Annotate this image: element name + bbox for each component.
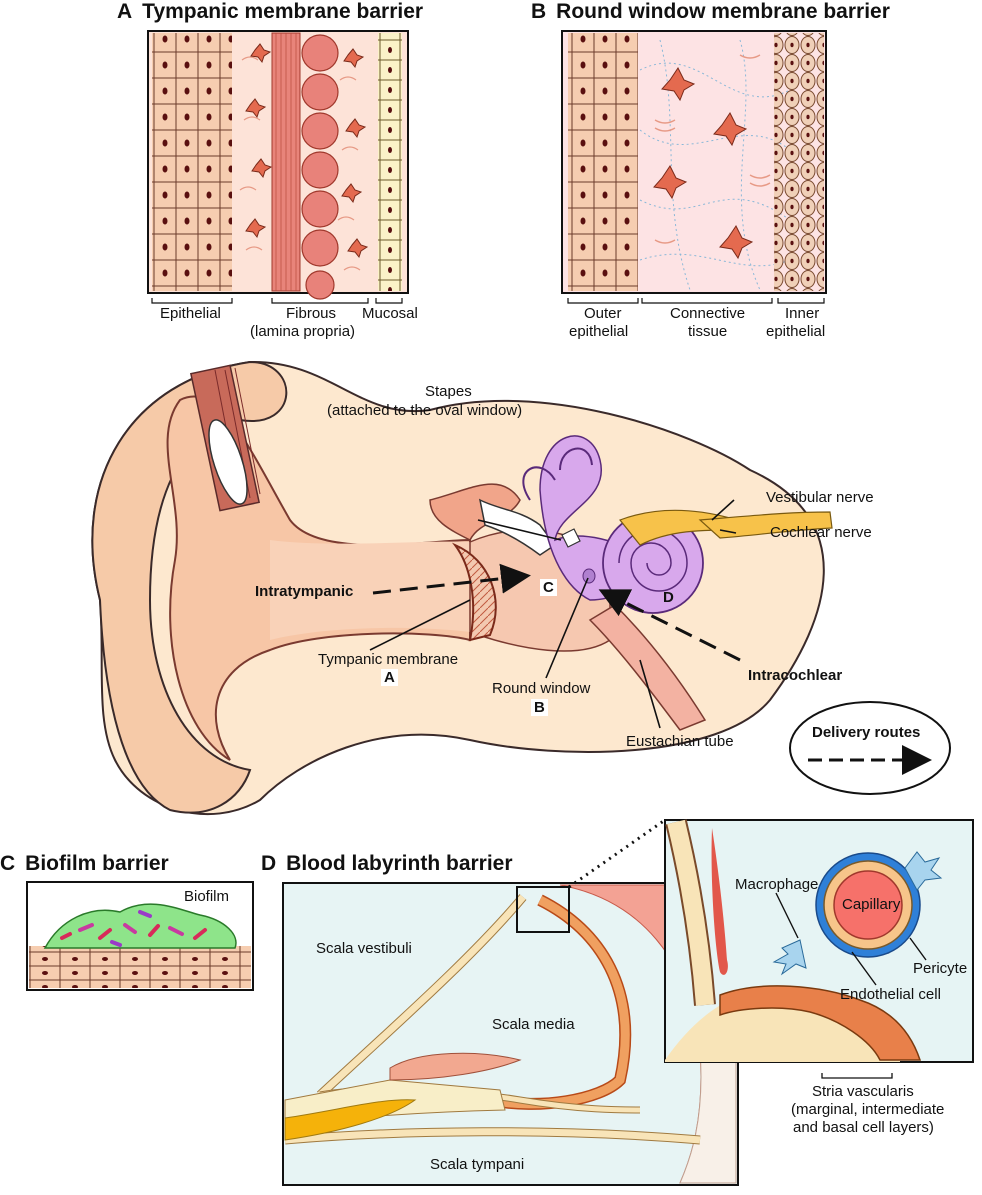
- intracochlear-label: Intracochlear: [748, 667, 843, 684]
- panel-d-title: D Blood labyrinth barrier: [261, 852, 513, 876]
- scala-vestibuli-label: Scala vestibuli: [316, 940, 412, 957]
- pericyte-label: Pericyte: [913, 960, 968, 977]
- panel-c-title: C Biofilm barrier: [0, 852, 169, 876]
- stria-note-line-1: (marginal, intermediate: [791, 1101, 945, 1118]
- round-window-membrane-barrier-drawing: [561, 30, 827, 304]
- stapes-label: Stapes: [425, 383, 472, 400]
- layer-label-mucosal: Mucosal: [362, 305, 418, 322]
- tympanic-membrane-barrier-drawing: [147, 30, 409, 304]
- scala-tympani-label: Scala tympani: [430, 1156, 525, 1173]
- layer-label-inner-epithelial: epithelial: [766, 323, 826, 340]
- cochlear-nerve-label: Cochlear nerve: [770, 524, 872, 541]
- round-window-label: Round window: [492, 680, 591, 697]
- panel-a-title: A Tympanic membrane barrier: [117, 0, 423, 24]
- panel-a-title-text: Tympanic membrane barrier: [142, 0, 424, 23]
- biofilm-barrier-drawing: [26, 881, 254, 991]
- layer-label-inner: Inner: [785, 305, 820, 322]
- tympanic-membrane-label: Tympanic membrane: [318, 651, 459, 668]
- tag-d: D: [663, 589, 674, 606]
- endothelial-cell-label: Endothelial cell: [840, 986, 941, 1003]
- stria-vascularis-label: Stria vascularis: [812, 1083, 914, 1100]
- delivery-routes-label: Delivery routes: [812, 724, 921, 741]
- delivery-routes-legend: [789, 701, 951, 795]
- ear-anatomy-drawing: [91, 360, 833, 815]
- tag-b: B: [531, 699, 548, 716]
- layer-label-epithelial: Epithelial: [160, 305, 221, 322]
- tag-a: A: [381, 669, 398, 686]
- biofilm-label: Biofilm: [184, 888, 230, 905]
- layer-label-outer-epithelial: epithelial: [569, 323, 629, 340]
- layer-label-connective: Connective: [670, 305, 746, 322]
- scala-media-label: Scala media: [492, 1016, 575, 1033]
- intratympanic-label: Intratympanic: [255, 583, 354, 600]
- capillary-label: Capillary: [842, 896, 901, 913]
- panel-d-title-text: Blood labyrinth barrier: [286, 852, 513, 875]
- macrophage-label: Macrophage: [735, 876, 819, 893]
- layer-label-lamina-propria: (lamina propria): [250, 323, 356, 340]
- panel-d-letter: D: [261, 852, 277, 875]
- stapes-label-note: (attached to the oval window): [327, 402, 523, 419]
- panel-b-title: B Round window membrane barrier: [531, 0, 890, 24]
- panel-c-title-text: Biofilm barrier: [25, 852, 169, 875]
- vestibular-nerve-label: Vestibular nerve: [766, 489, 874, 506]
- eustachian-tube-label: Eustachian tube: [626, 733, 734, 750]
- panel-c-letter: C: [0, 852, 16, 875]
- stria-inset-drawing: [664, 819, 974, 1079]
- layer-label-fibrous: Fibrous: [286, 305, 337, 322]
- panel-b-title-text: Round window membrane barrier: [556, 0, 890, 23]
- layer-label-tissue: tissue: [688, 323, 728, 340]
- panel-b-letter: B: [531, 0, 547, 23]
- tag-c: C: [540, 579, 557, 596]
- stria-note-line-2: and basal cell layers): [793, 1119, 934, 1136]
- panel-a-letter: A: [117, 0, 133, 23]
- layer-label-outer: Outer: [584, 305, 622, 322]
